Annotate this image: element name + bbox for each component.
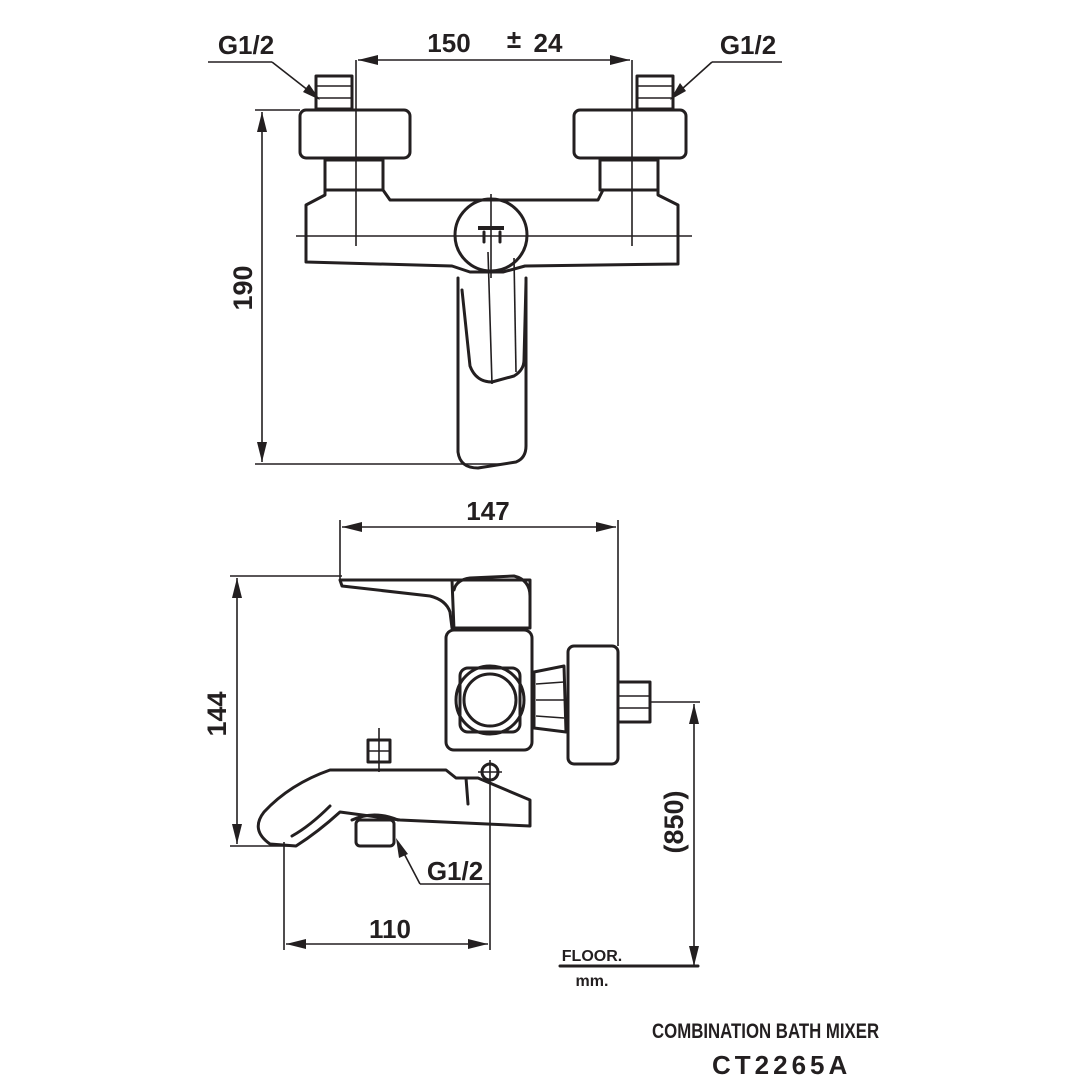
side-depth-value: 147	[466, 496, 509, 526]
inlet-right-callout: G1/2	[670, 30, 782, 100]
product-name: COMBINATION BATH MIXER	[652, 1020, 880, 1043]
right-inlet-fitting	[572, 74, 688, 192]
side-height-dimension: 144	[202, 575, 342, 847]
mixer-body-front	[296, 112, 692, 278]
bath-spout	[256, 728, 532, 848]
floor-marker: FLOOR. mm.	[558, 948, 700, 990]
side-depth-dimension: 147	[339, 496, 619, 646]
front-width-dimension: 150 ± 24	[355, 24, 633, 112]
outlet-callout: G1/2	[396, 838, 490, 886]
front-height-value: 190	[228, 265, 258, 310]
side-height-value: 144	[202, 691, 232, 736]
valve-body-side	[444, 628, 652, 766]
side-view: 147 144	[202, 496, 700, 990]
inlet-left-callout: G1/2	[208, 30, 320, 100]
lever-handle-side	[338, 574, 532, 632]
front-height-dimension: 190	[228, 109, 500, 465]
front-view: 150 ± 24 G1/2 G1/2	[208, 24, 782, 470]
left-inlet-fitting	[298, 74, 412, 192]
spout-reach-value: 110	[369, 914, 411, 944]
inlet-left-label: G1/2	[218, 30, 274, 60]
mount-height-value: (850)	[659, 790, 689, 853]
tolerance-sign: ±	[507, 24, 521, 54]
spout-reach-dimension: 110	[283, 784, 491, 950]
lever-handle-front	[456, 251, 528, 470]
unit-label: mm.	[576, 973, 609, 990]
floor-label: FLOOR.	[562, 948, 622, 965]
mount-height-dimension: (850)	[650, 701, 700, 966]
front-width-value: 150	[427, 28, 470, 58]
model-code: CT2265A	[712, 1050, 852, 1080]
inlet-right-label: G1/2	[720, 30, 776, 60]
outlet-thread-label: G1/2	[427, 856, 483, 886]
tolerance-value: 24	[534, 28, 563, 58]
